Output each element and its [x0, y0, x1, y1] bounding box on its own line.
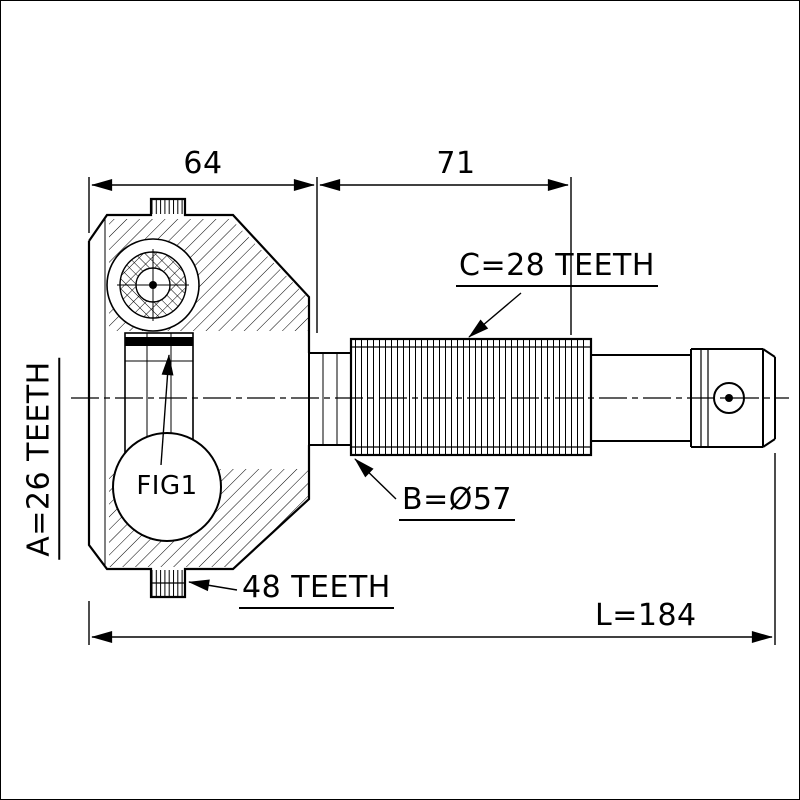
- leader-c-teeth: [468, 292, 522, 338]
- abs-ring-bottom: [151, 570, 185, 596]
- label-c-teeth: C=28 TEETH: [456, 248, 658, 287]
- leader-lines: [188, 292, 522, 592]
- label-b-diameter: B=Ø57: [399, 482, 516, 521]
- threaded-end: [691, 348, 776, 448]
- fig1-balloon: [112, 432, 222, 542]
- label-a-teeth: A=26 TEETH: [21, 358, 60, 560]
- leader-48-teeth: [188, 579, 238, 592]
- boot-groove: [308, 352, 352, 446]
- drive-shaft: [308, 337, 776, 457]
- leader-b-diameter: [354, 458, 397, 500]
- fig1-leader: [160, 354, 174, 466]
- dim-length-label: L=184: [595, 598, 697, 633]
- housing-outline: [87, 197, 311, 599]
- dimension-lines: [88, 177, 776, 645]
- dim-71-label: 71: [436, 146, 476, 181]
- fig1-label: FIG1: [136, 471, 198, 501]
- dim-64-label: 64: [183, 146, 223, 181]
- bearing-ball: [106, 238, 200, 332]
- label-48-teeth: 48 TEETH: [239, 570, 394, 609]
- abs-ring-top: [152, 200, 184, 214]
